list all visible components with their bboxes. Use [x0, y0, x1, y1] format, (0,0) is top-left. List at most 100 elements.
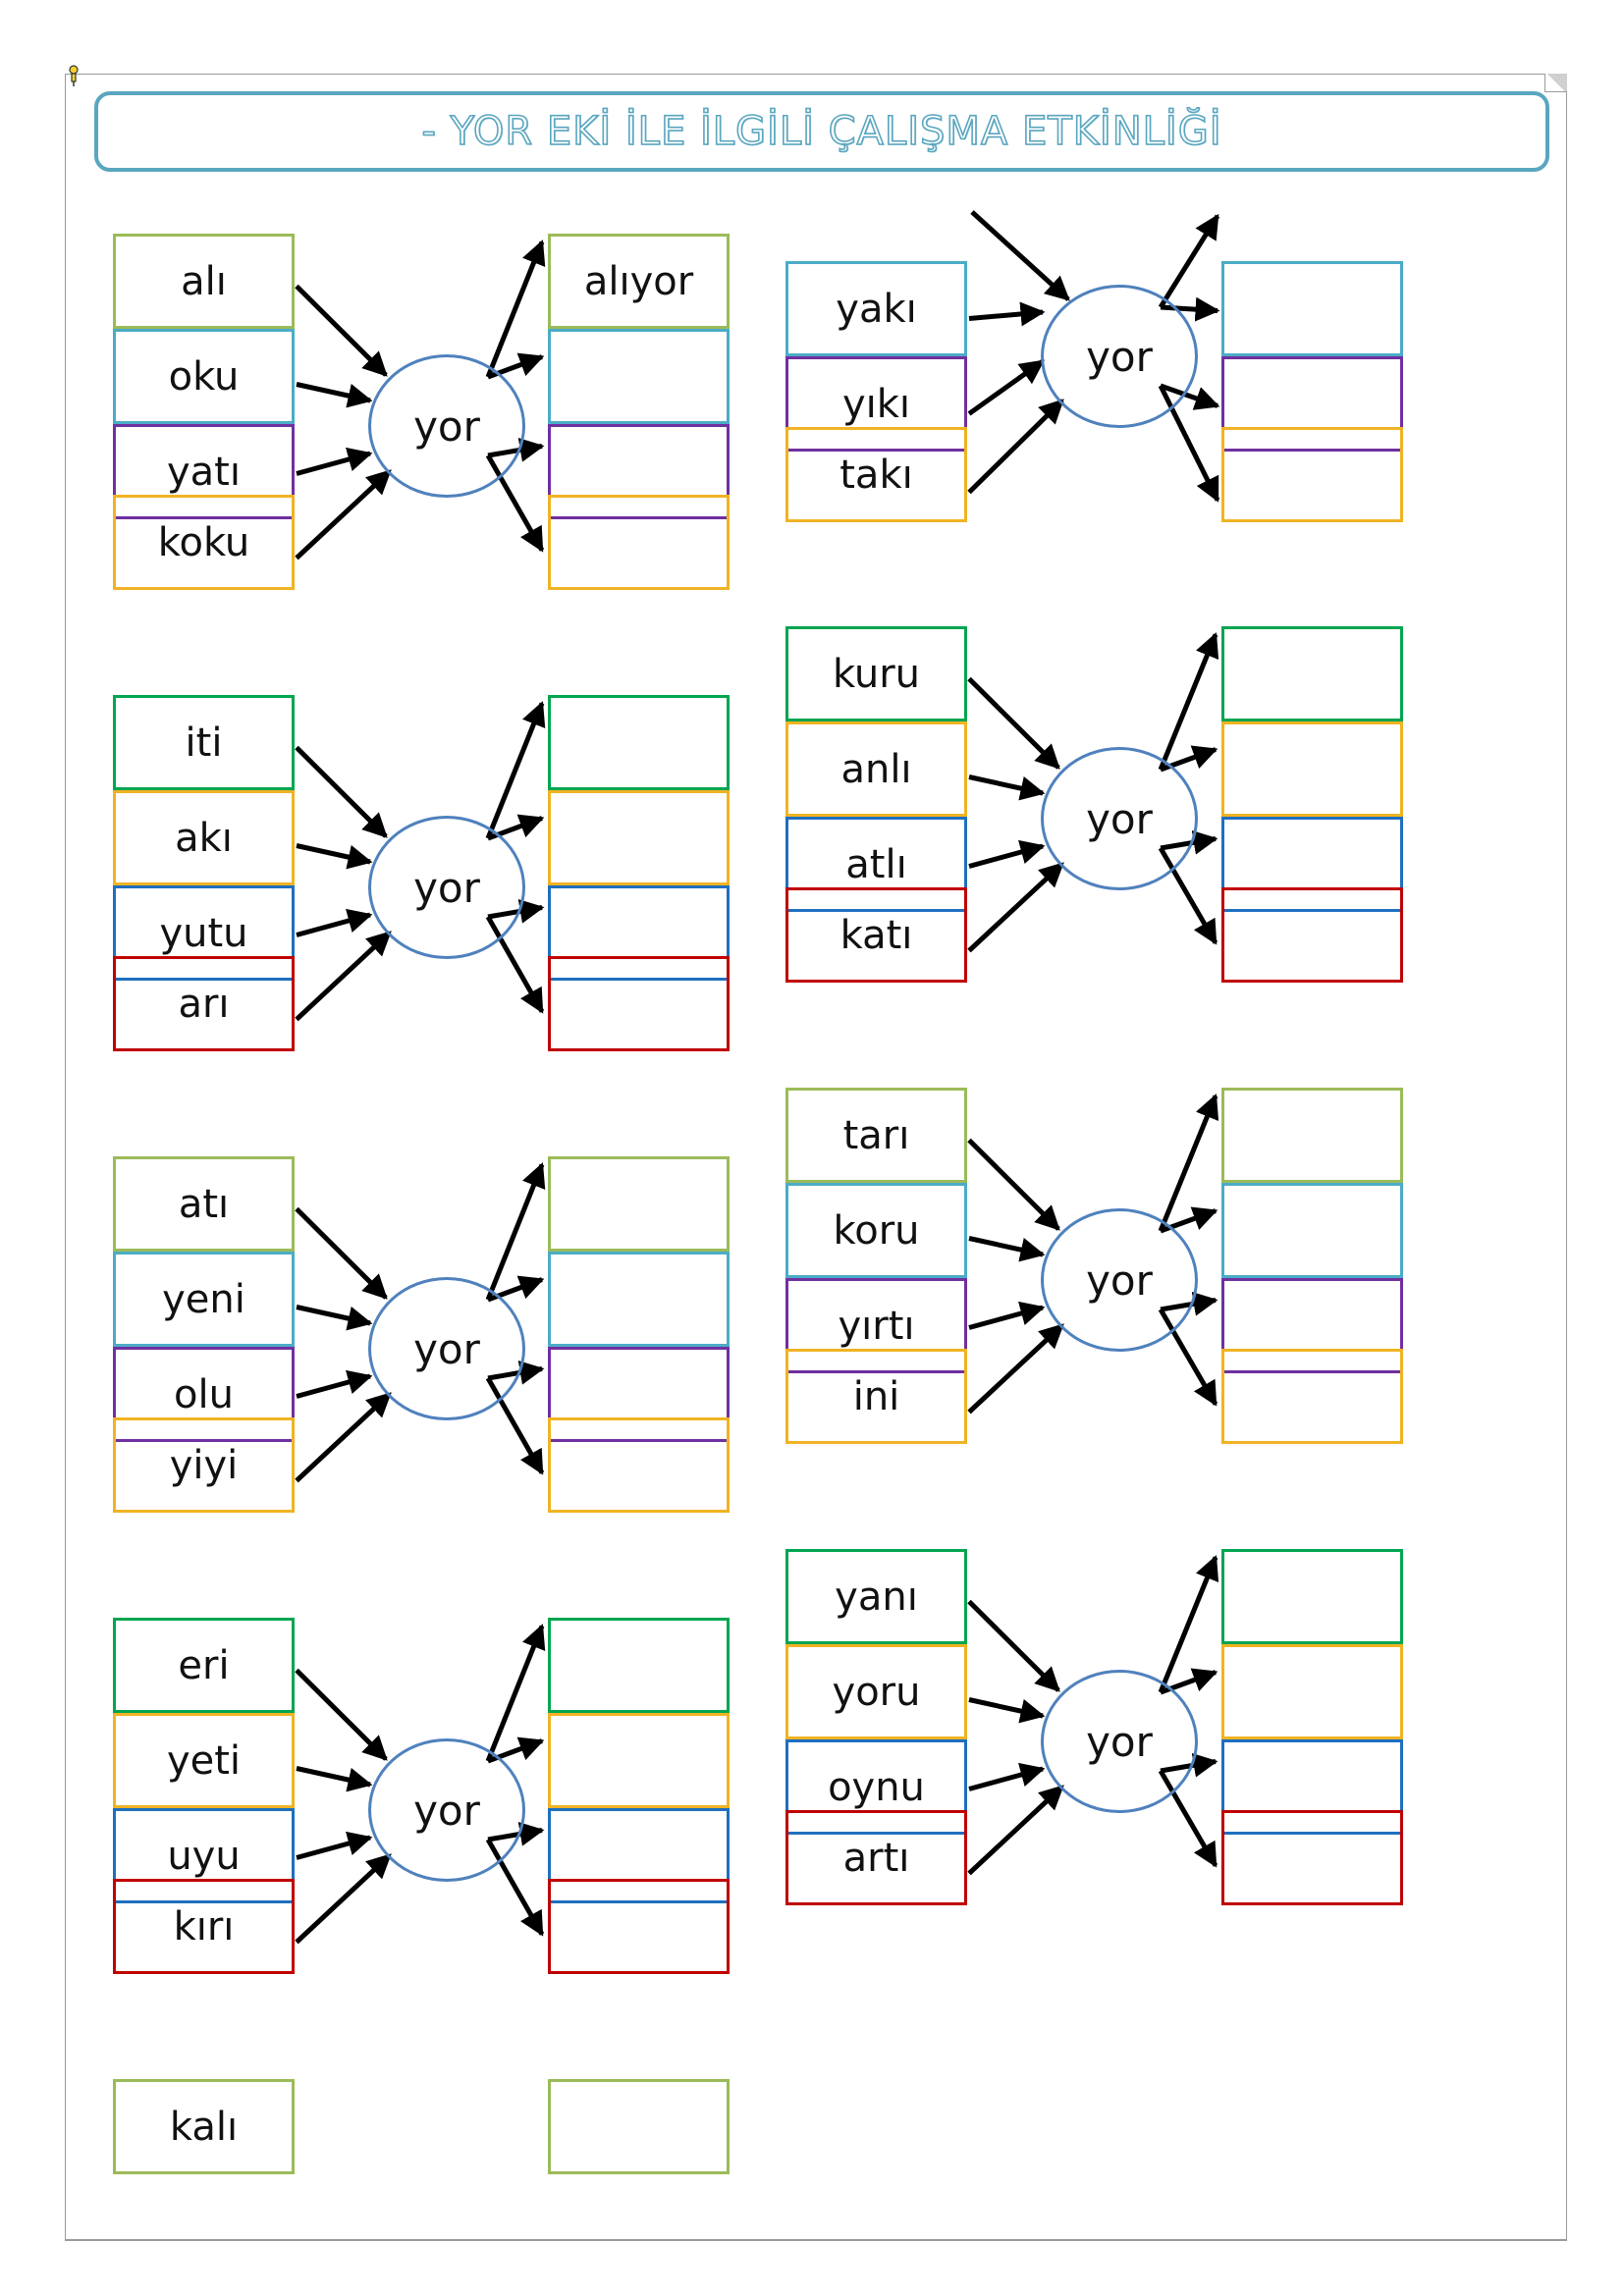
word-box: ini — [785, 1349, 967, 1444]
word-box: koku — [113, 495, 295, 590]
answer-box[interactable] — [548, 1252, 730, 1347]
arrow — [295, 1668, 388, 1761]
word-box: takı — [785, 427, 967, 522]
word-box: yeni — [113, 1252, 295, 1347]
answer-box[interactable] — [1221, 1088, 1403, 1183]
arrow — [967, 358, 1046, 416]
arrow — [967, 399, 1064, 495]
word-label: tarı — [842, 1112, 910, 1158]
word-label: koru — [833, 1207, 920, 1254]
word-box: katı — [785, 887, 967, 983]
word-box: artı — [785, 1810, 967, 1905]
word-label: yeni — [162, 1276, 245, 1322]
arrow — [296, 1305, 373, 1331]
answer-box[interactable] — [548, 329, 730, 424]
word-box: yeti — [113, 1713, 295, 1808]
answer-box[interactable] — [1221, 1278, 1403, 1373]
arrow — [295, 284, 388, 377]
answer-box[interactable] — [1221, 721, 1403, 817]
answer-box[interactable] — [548, 1808, 730, 1903]
answer-box[interactable] — [548, 2079, 730, 2174]
word-box: tarı — [785, 1088, 967, 1183]
word-box: yanı — [785, 1549, 967, 1644]
word-box: iti — [113, 695, 295, 790]
answer-box[interactable] — [1221, 817, 1403, 912]
word-label: kuru — [832, 651, 921, 697]
title-banner: - YOR EKİ İLE İLGİLİ ÇALIŞMA ETKİNLİĞİ — [94, 91, 1549, 172]
answer-box[interactable] — [1221, 1549, 1403, 1644]
suffix-label: yor — [1086, 794, 1153, 843]
answer-box[interactable] — [548, 1879, 730, 1974]
word-label: iti — [185, 720, 223, 766]
word-label: anlı — [840, 746, 912, 792]
arrow — [967, 862, 1064, 953]
arrow — [296, 1831, 373, 1860]
word-label: yiyi — [169, 1442, 239, 1488]
word-box: koru — [785, 1183, 967, 1278]
arrow — [295, 469, 392, 561]
arrow — [296, 1766, 373, 1792]
answer-box[interactable] — [548, 1156, 730, 1252]
answer-box[interactable] — [548, 424, 730, 519]
arrow — [485, 1162, 546, 1301]
word-label: yıkı — [841, 381, 911, 427]
answer-box[interactable] — [548, 1618, 730, 1713]
word-box: oku — [113, 329, 295, 424]
arrow — [967, 1785, 1064, 1876]
word-box: yoru — [785, 1644, 967, 1739]
worksheet-title: - YOR EKİ İLE İLGİLİ ÇALIŞMA ETKİNLİĞİ — [421, 108, 1222, 155]
answer-box[interactable] — [1221, 261, 1403, 356]
arrow — [485, 701, 546, 839]
suffix-label: yor — [1086, 1717, 1153, 1766]
word-box: atlı — [785, 817, 967, 912]
arrow — [295, 1392, 392, 1483]
word-label: olu — [174, 1371, 234, 1417]
answer-label: alıyor — [583, 258, 694, 304]
arrow — [485, 1624, 546, 1762]
answer-box[interactable] — [548, 695, 730, 790]
answer-box[interactable] — [548, 1347, 730, 1442]
arrow — [968, 301, 1046, 327]
answer-box[interactable] — [548, 495, 730, 590]
word-box: eri — [113, 1618, 295, 1713]
word-label: alı — [181, 258, 227, 304]
answer-box[interactable] — [1221, 1810, 1403, 1905]
arrow — [1158, 632, 1219, 771]
word-label: yakı — [836, 286, 917, 332]
answer-box[interactable] — [1221, 1349, 1403, 1444]
word-label: arı — [178, 981, 230, 1027]
answer-box[interactable] — [1221, 427, 1403, 522]
arrow — [968, 1762, 1046, 1791]
word-box: oynu — [785, 1739, 967, 1835]
answer-box[interactable] — [548, 956, 730, 1051]
word-label: akı — [175, 815, 233, 861]
answer-box[interactable] — [548, 885, 730, 981]
word-box: yatı — [113, 424, 295, 519]
word-box: uyu — [113, 1808, 295, 1903]
suffix-label: yor — [413, 401, 480, 451]
word-box: yiyi — [113, 1417, 295, 1513]
word-box: kırı — [113, 1879, 295, 1974]
suffix-label: yor — [413, 1786, 480, 1835]
answer-box[interactable] — [548, 1713, 730, 1808]
answer-box[interactable] — [1221, 626, 1403, 721]
answer-box[interactable] — [1221, 1739, 1403, 1835]
answer-box[interactable]: alıyor — [548, 234, 730, 329]
answer-box[interactable] — [1221, 1183, 1403, 1278]
suffix-label: yor — [413, 863, 480, 912]
answer-box[interactable] — [548, 1417, 730, 1513]
arrow — [968, 1697, 1046, 1724]
answer-box[interactable] — [1221, 887, 1403, 983]
answer-box[interactable] — [548, 790, 730, 885]
word-label: kalı — [169, 2104, 239, 2150]
word-label: yeti — [166, 1737, 242, 1784]
arrow — [295, 745, 388, 838]
word-label: eri — [178, 1642, 230, 1688]
answer-box[interactable] — [1221, 356, 1403, 452]
arrow — [296, 382, 373, 408]
word-box: yıkı — [785, 356, 967, 452]
arrow — [295, 1853, 392, 1945]
word-label: yatı — [167, 449, 241, 495]
answer-box[interactable] — [1221, 1644, 1403, 1739]
word-label: uyu — [167, 1833, 241, 1879]
